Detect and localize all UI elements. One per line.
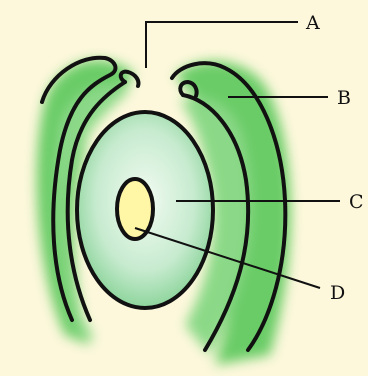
embryo-sac xyxy=(117,179,153,239)
label-a: A xyxy=(305,12,320,34)
leader-line-a xyxy=(146,22,298,68)
label-d: D xyxy=(330,282,345,304)
label-b: B xyxy=(337,87,351,109)
label-c: C xyxy=(349,191,364,213)
